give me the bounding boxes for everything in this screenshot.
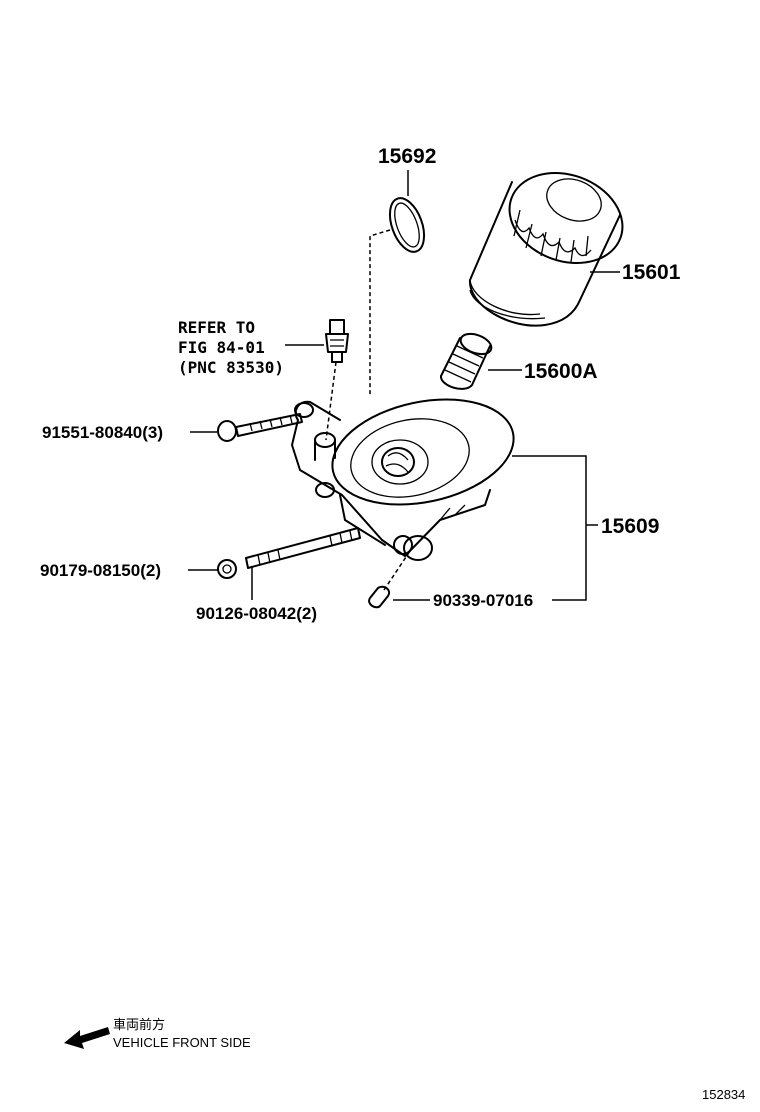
refer-line-2: FIG 84-01 [178, 338, 265, 357]
refer-line-1: REFER TO [178, 318, 255, 337]
union-15600A[interactable] [440, 330, 494, 390]
label-90126-08042: 90126-08042(2) [196, 604, 317, 623]
label-90179-08150: 90179-08150(2) [40, 561, 161, 580]
legend-english: VEHICLE FRONT SIDE [113, 1035, 251, 1050]
dashed-line-switch [325, 361, 337, 441]
pin-90339-07016[interactable] [368, 585, 390, 609]
oil-filter-15601[interactable] [468, 158, 635, 327]
label-15600A: 15600A [524, 360, 598, 383]
bolt-91551-80840[interactable] [217, 413, 303, 442]
leader-15609 [512, 455, 598, 601]
label-15609: 15609 [601, 515, 659, 538]
dashed-line-pin [383, 547, 413, 591]
oil-pressure-switch[interactable] [325, 319, 349, 363]
gasket-15692[interactable] [383, 194, 430, 257]
label-91551-80840: 91551-80840(3) [42, 423, 163, 442]
label-15601: 15601 [622, 261, 681, 284]
front-direction-arrow-icon [64, 1027, 110, 1049]
illustration-number: 152834 [702, 1087, 745, 1102]
nut-90179-08150[interactable] [217, 559, 237, 579]
oil-filter-bracket-15609[interactable] [291, 384, 523, 561]
label-90339-07016: 90339-07016 [433, 591, 533, 610]
legend-japanese: 車両前方 [113, 1017, 165, 1032]
stud-90126-08042[interactable] [245, 527, 361, 569]
refer-line-3: (PNC 83530) [178, 358, 284, 377]
label-15692: 15692 [378, 145, 436, 168]
dashed-line-gasket [369, 229, 391, 395]
